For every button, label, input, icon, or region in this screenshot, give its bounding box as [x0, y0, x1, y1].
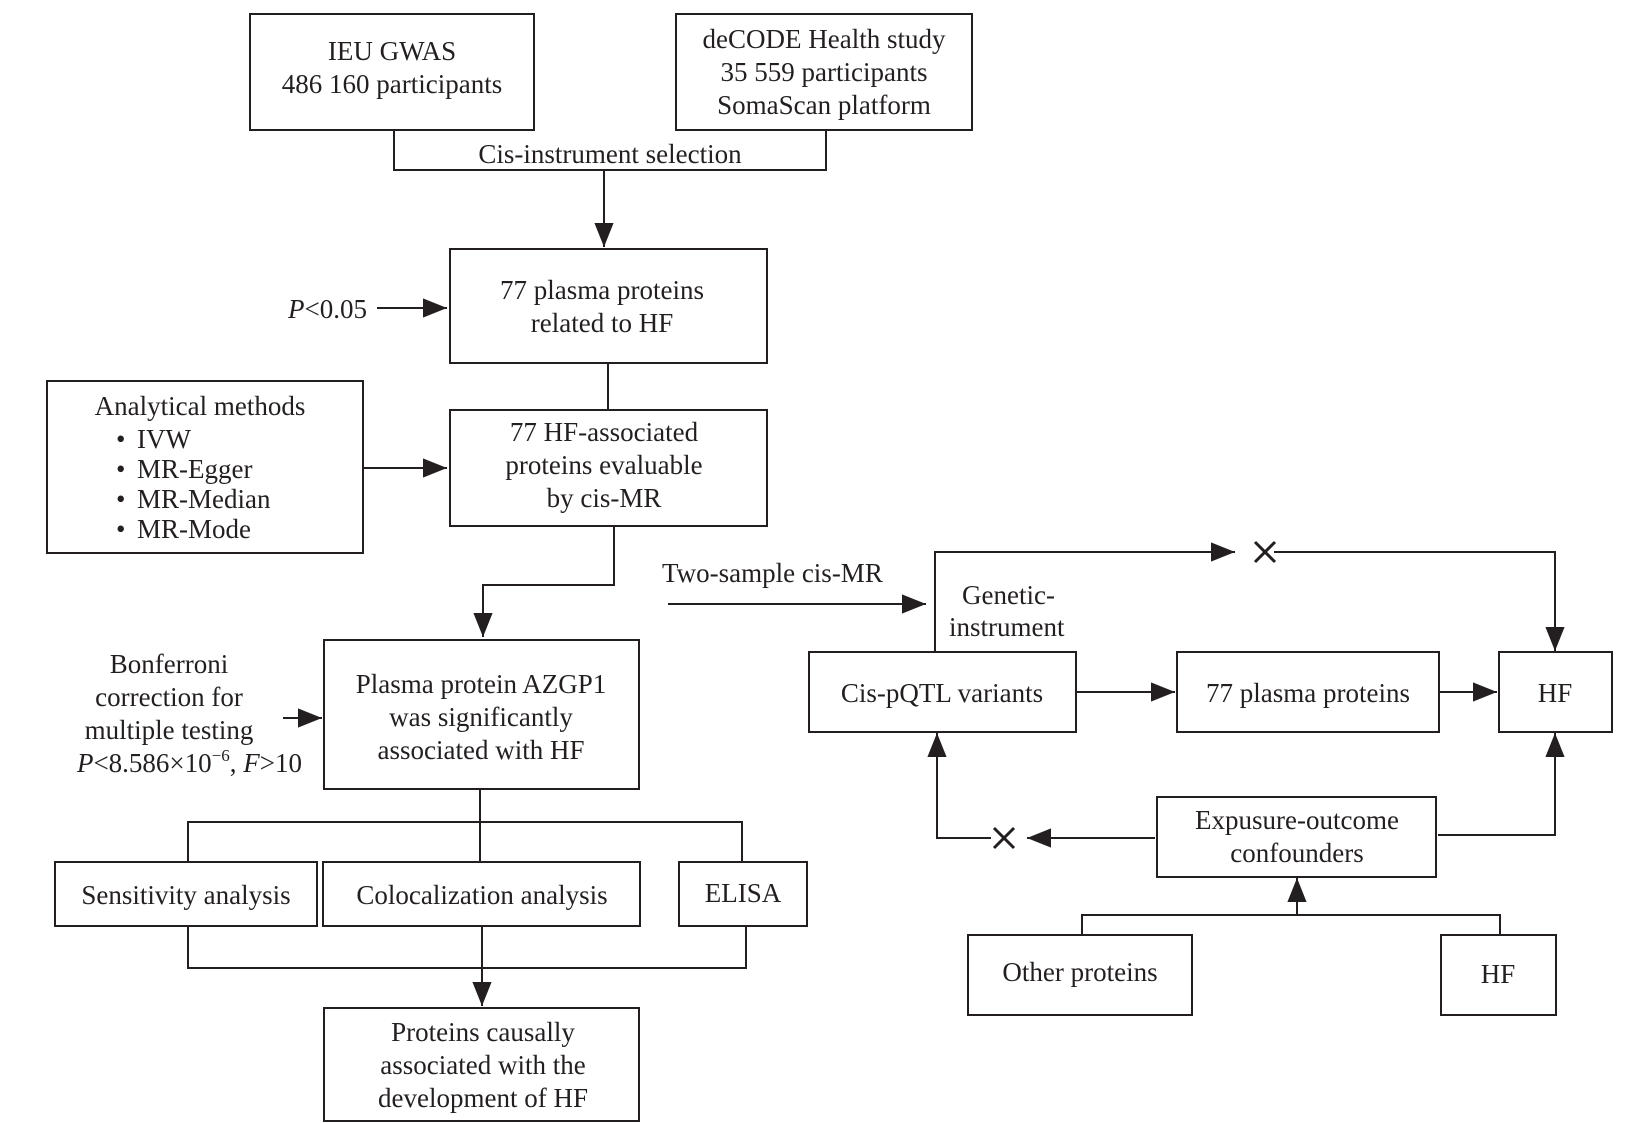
causal-line-1: Proteins causally — [391, 1017, 575, 1047]
confounder-to-pqtl-path — [927, 733, 991, 839]
ieu-gwas-line-2: 486 160 participants — [282, 69, 502, 99]
bonferroni-f-symbol: F — [242, 748, 260, 778]
causal-line-2: associated with the — [380, 1050, 585, 1080]
azgp1-box: Plasma protein AZGP1 was significantly a… — [323, 639, 640, 790]
decode-line-1: deCODE Health study — [703, 24, 946, 54]
fanout-bracket — [187, 821, 743, 862]
plasma-proteins-label: 77 plasma proteins — [1206, 678, 1410, 708]
plasma-proteins-box: 77 plasma proteins — [1176, 651, 1440, 733]
elisa-label: ELISA — [705, 878, 782, 908]
elisa-box: ELISA — [678, 861, 808, 927]
analytical-item-ivw: IVW — [137, 424, 191, 454]
decode-line-3: SomaScan platform — [717, 90, 931, 120]
p-threshold-value: <0.05 — [305, 294, 367, 324]
analytical-bullet-3: • — [116, 484, 125, 514]
two-sample-label: Two-sample cis-MR — [662, 558, 883, 588]
genetic-instrument-line-2: instrument — [949, 612, 1065, 642]
blocked-path-cross-left — [992, 826, 1016, 850]
genetic-instrument-line-1: Genetic- — [962, 580, 1055, 610]
hf-associated-line-1: 77 HF-associated — [510, 417, 699, 447]
cis-instrument-label-bg — [446, 137, 776, 169]
fanin-bracket — [187, 926, 747, 969]
confounders-line-2: confounders — [1230, 838, 1363, 868]
bonferroni-line-3: multiple testing — [85, 715, 254, 745]
decode-line-2: 35 559 participants — [721, 57, 928, 87]
analytical-bullet-4: • — [116, 514, 125, 544]
confounder-to-hf-path — [1438, 733, 1565, 836]
confounders-line-1: Expusure-outcome — [1195, 805, 1399, 835]
bonferroni-f-value: >10 — [260, 748, 302, 778]
plasma77-line-1: 77 plasma proteins — [500, 275, 704, 305]
analytical-item-mr-mode: MR-Mode — [137, 514, 251, 544]
cis-pqtl-label: Cis-pQTL variants — [841, 678, 1043, 708]
p-symbol: P — [287, 294, 305, 324]
cis-pqtl-box: Cis-pQTL variants — [808, 651, 1077, 733]
bonferroni-threshold: P<8.586×10−6, F>10 — [76, 746, 302, 778]
hf-associated-line-3: by cis-MR — [547, 483, 662, 513]
plasma77-line-2: related to HF — [531, 308, 673, 338]
ieu-gwas-line-1: IEU GWAS — [328, 36, 456, 66]
causal-line-3: development of HF — [378, 1083, 588, 1113]
hf-outcome-label: HF — [1538, 678, 1573, 708]
colocalization-analysis-label: Colocalization analysis — [356, 880, 607, 910]
bonferroni-p-symbol: P — [76, 748, 94, 778]
arrow-to-azgp1 — [473, 526, 615, 637]
direct-path-to-hf — [1274, 551, 1565, 651]
ieu-gwas-box: IEU GWAS 486 160 participants — [249, 13, 535, 131]
analytical-methods-title: Analytical methods — [95, 391, 306, 421]
bonferroni-exponent: −6 — [212, 746, 230, 765]
bonferroni-line-1: Bonferroni — [110, 649, 228, 679]
confounder-source-bracket — [1081, 914, 1501, 936]
sensitivity-analysis-box: Sensitivity analysis — [54, 861, 318, 927]
analytical-item-mr-egger: MR-Egger — [137, 454, 252, 484]
direct-path-top — [934, 542, 1235, 651]
hf-associated-box: 77 HF-associated proteins evaluable by c… — [449, 409, 768, 527]
analytical-bullet-2: • — [116, 454, 125, 484]
bonferroni-p-value: <8.586×10 — [93, 748, 211, 778]
analytical-methods-box: Analytical methods • IVW • MR-Egger • MR… — [46, 380, 364, 554]
p-threshold-label: P<0.05 — [287, 294, 367, 324]
decode-box: deCODE Health study 35 559 participants … — [675, 13, 973, 131]
source-join-bracket — [393, 130, 827, 171]
blocked-path-cross-top — [1253, 540, 1277, 564]
analytical-item-mr-median: MR-Median — [137, 484, 271, 514]
azgp1-line-2: was significantly — [389, 702, 573, 732]
bonferroni-line-2: correction for — [95, 682, 243, 712]
hf-confounder-label: HF — [1481, 959, 1516, 989]
hf-confounder-box: HF — [1440, 934, 1557, 1016]
colocalization-analysis-box: Colocalization analysis — [322, 861, 641, 927]
hf-outcome-box: HF — [1498, 651, 1613, 733]
plasma77-box: 77 plasma proteins related to HF — [449, 248, 768, 364]
other-proteins-box: Other proteins — [967, 934, 1193, 1016]
other-proteins-label: Other proteins — [1002, 957, 1157, 987]
confounders-box: Expusure-outcome confounders — [1156, 796, 1437, 878]
azgp1-line-1: Plasma protein AZGP1 — [356, 669, 607, 699]
sensitivity-analysis-label: Sensitivity analysis — [81, 880, 290, 910]
hf-associated-line-2: proteins evaluable — [505, 450, 702, 480]
cis-instrument-label: Cis-instrument selection — [478, 139, 742, 169]
causal-proteins-box: Proteins causally associated with the de… — [323, 1007, 640, 1122]
bonferroni-separator: , — [230, 748, 244, 778]
analytical-bullet-1: • — [116, 424, 125, 454]
azgp1-line-3: associated with HF — [378, 735, 585, 765]
